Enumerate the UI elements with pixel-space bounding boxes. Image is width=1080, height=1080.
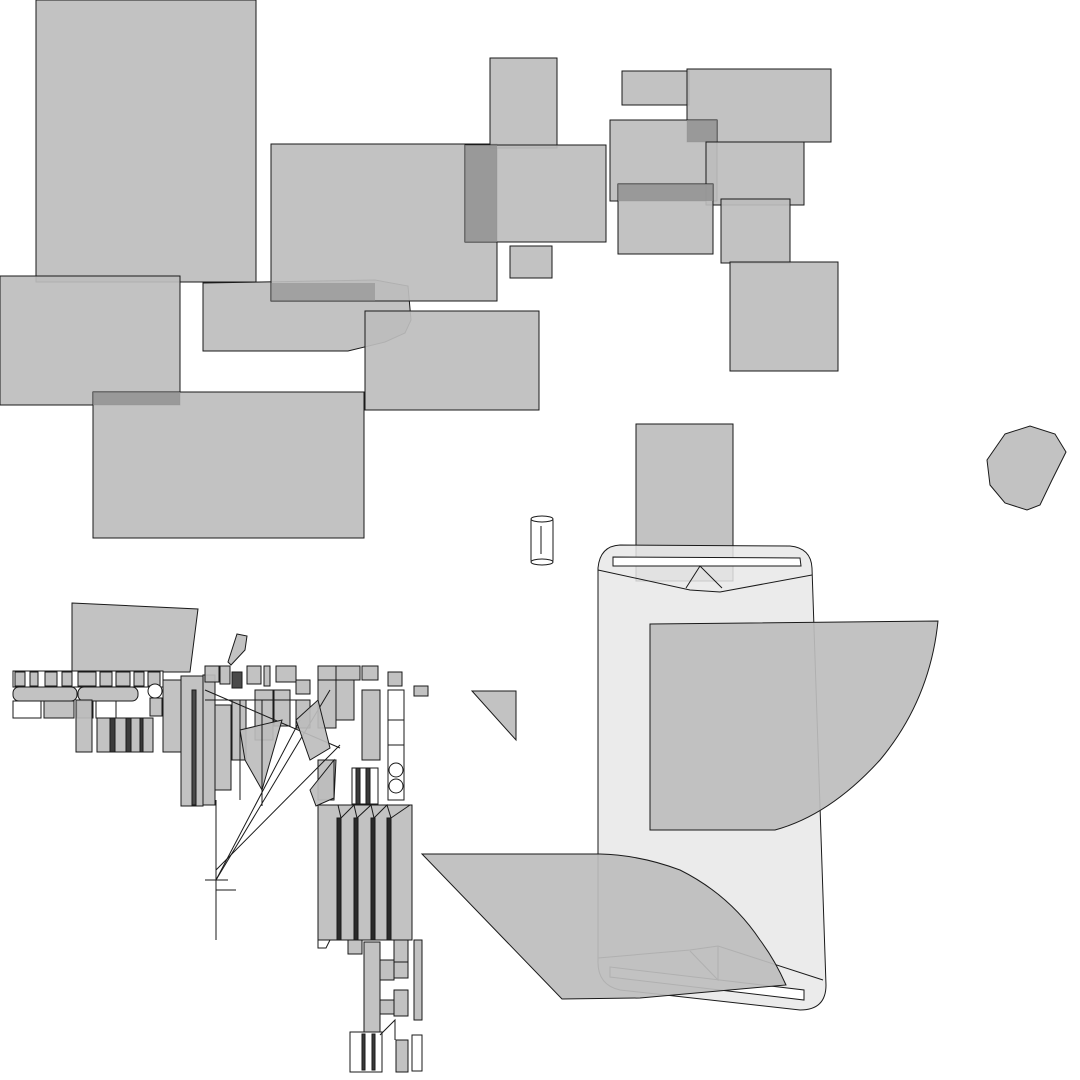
overlap-region [271, 283, 375, 301]
header-cell-strip [12, 670, 164, 719]
dense-component-cluster [12, 602, 429, 1073]
heptagon-shape [986, 425, 1067, 511]
overlap-region [618, 184, 713, 201]
rectangle-cluster-top-center [464, 57, 607, 279]
quarter-fan-shape [649, 620, 939, 831]
top-rim [612, 556, 802, 567]
small-cylinder-icon [530, 515, 554, 566]
rectangle-cluster-top-right [609, 68, 839, 372]
bottom-fan-shape [420, 853, 787, 1000]
tall-column-block [317, 804, 413, 955]
top-fold-triangle [685, 565, 723, 589]
left-rectangle [0, 275, 181, 406]
top-fold-line [597, 569, 813, 593]
vertical-bars-block [75, 674, 216, 807]
small-tilted-bar [227, 633, 248, 666]
overlap-region [465, 145, 497, 242]
mid-cell-array [204, 633, 429, 805]
tall-rectangle [35, 0, 257, 283]
overlap-region [93, 392, 180, 405]
center-left-rectangle [270, 143, 498, 302]
cluster-backing-plate [71, 602, 199, 673]
diagonal-line-web [204, 689, 341, 940]
mid-right-rectangle [705, 141, 805, 206]
small-rectangle [621, 70, 690, 106]
wide-bottom-rectangle [92, 391, 365, 539]
rectangle-cluster-top-left [0, 0, 540, 539]
middle-rectangle [364, 310, 540, 411]
triangle-shape [470, 690, 517, 742]
small-square [509, 245, 553, 279]
bottom-stack [349, 939, 423, 1073]
bottom-square [729, 261, 839, 372]
small-tall-rectangle [489, 57, 558, 149]
lower-right-square [720, 198, 791, 264]
overlap-region [687, 120, 717, 142]
